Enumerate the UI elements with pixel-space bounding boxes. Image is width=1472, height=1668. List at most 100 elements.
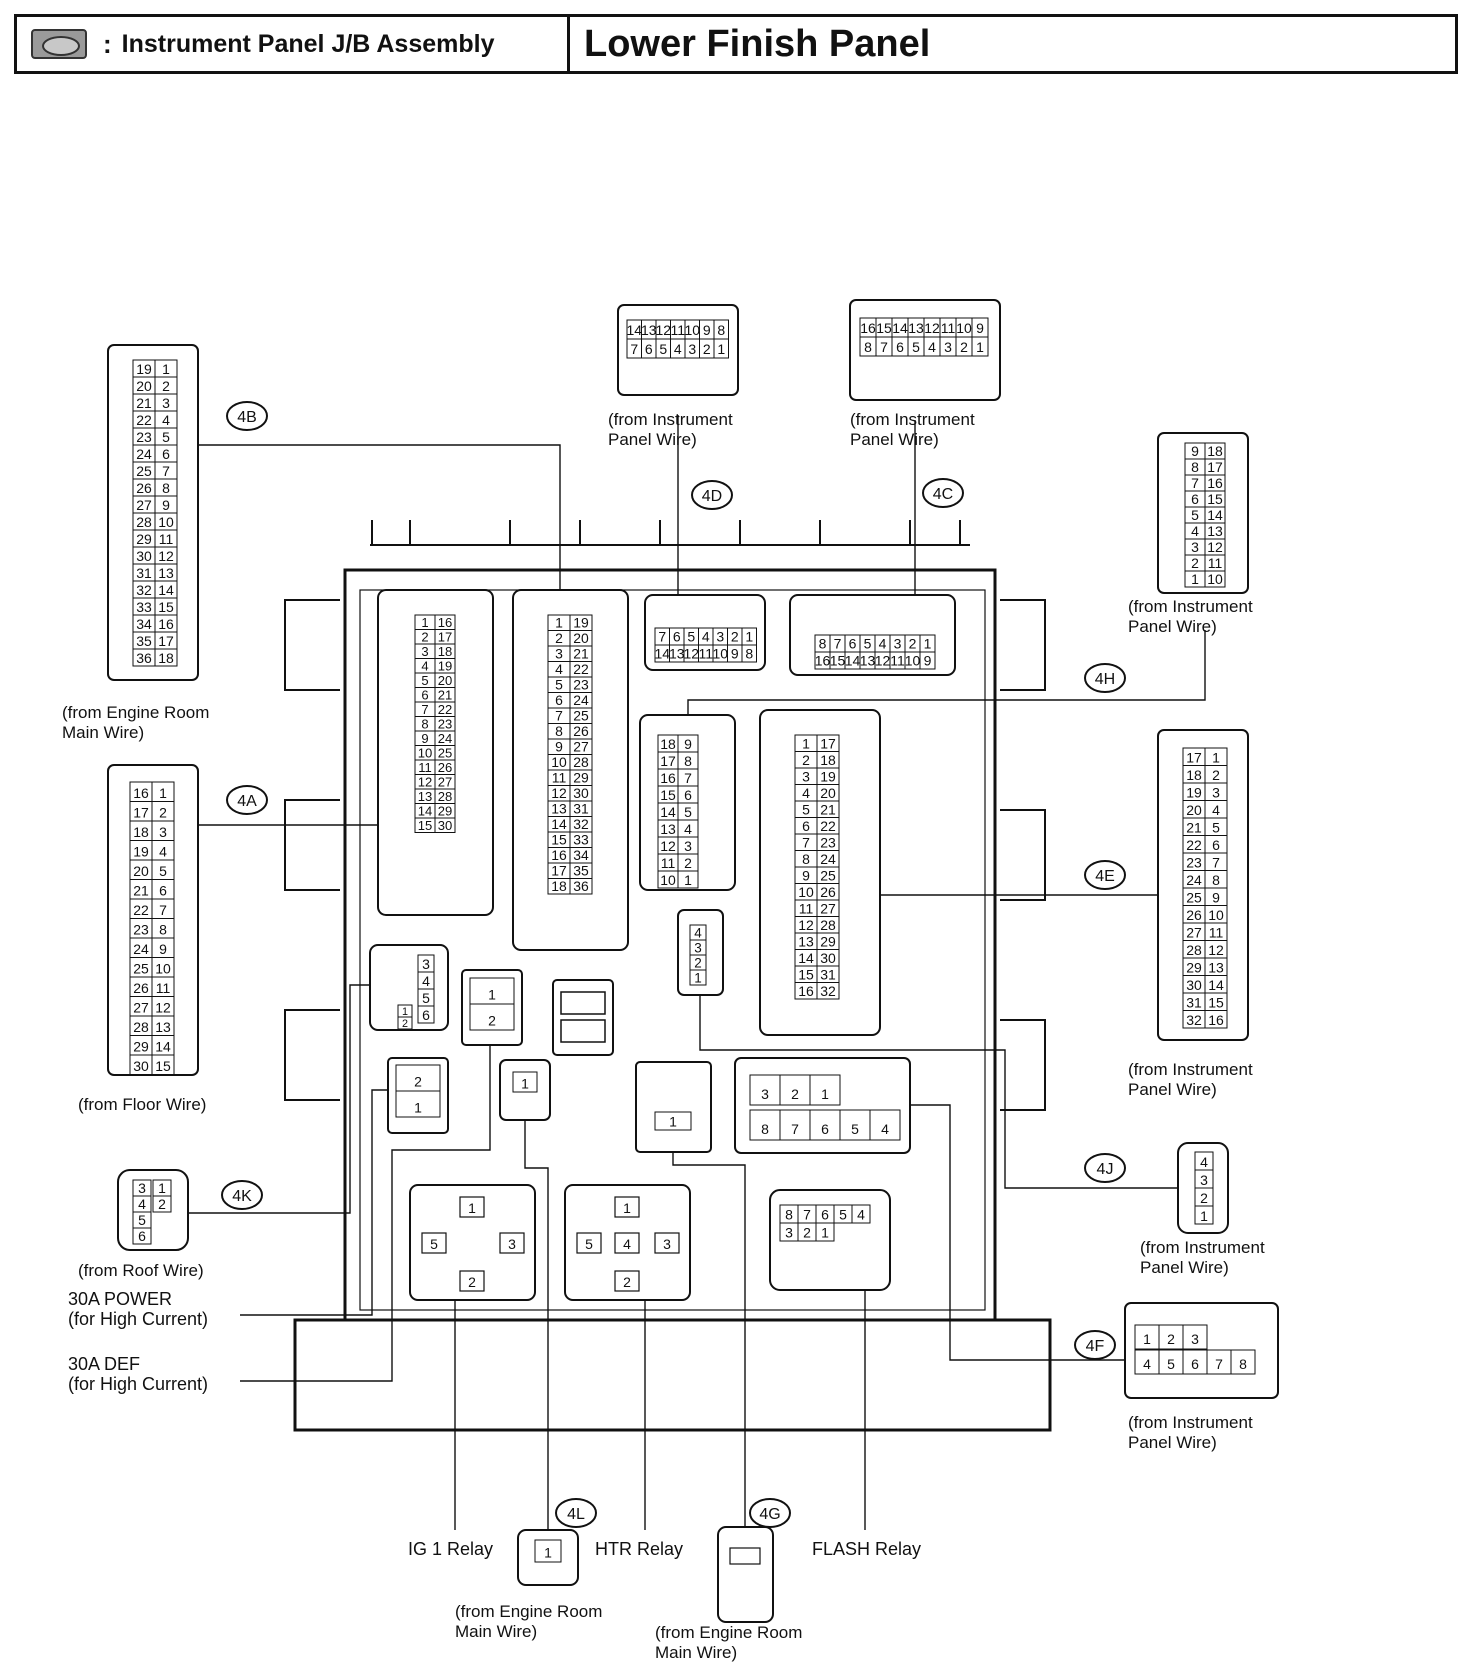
jb-4B-pin: 6 [555, 692, 563, 708]
connector-4E-pin: 30 [1186, 977, 1202, 993]
jb-4D-pin: 3 [716, 629, 724, 645]
leader-4B [198, 444, 561, 590]
jb-4E-pin: 20 [820, 785, 836, 801]
jb-4K-pin-cell [417, 1005, 435, 1024]
jb-4K-pin: 1 [402, 1006, 408, 1018]
jb-4A-pin: 23 [438, 716, 453, 731]
jb-4H-pin: 13 [660, 821, 676, 837]
connector-4C-pin-cell [971, 336, 989, 357]
jb-4H-pin: 8 [684, 753, 692, 769]
connector-4E-pin: 23 [1186, 854, 1202, 870]
jb-4B-pin: 18 [551, 878, 567, 894]
connector-4B-pin: 10 [158, 514, 174, 530]
connector-4A-pin: 20 [133, 863, 149, 879]
connector-4E-pin: 6 [1212, 837, 1220, 853]
jb-4E-pin: 27 [820, 901, 836, 917]
fuse-power-label-line-1: 30A POWER [68, 1289, 172, 1309]
jb-4H-pin: 15 [660, 787, 676, 803]
connector-4C-pin: 6 [896, 339, 904, 355]
jb-4K-pin: 3 [422, 956, 430, 972]
connector-c4F-badge [1074, 1330, 1116, 1360]
jb-flash-pin: 2 [803, 1224, 811, 1240]
jb-4E-pin: 22 [820, 818, 836, 834]
jb-fuse-power-pin: 2 [488, 1012, 496, 1028]
connector-4F-pin-cell [1182, 1349, 1208, 1375]
jb-4B-pin: 24 [573, 692, 589, 708]
jb-4B-pin: 25 [573, 708, 589, 724]
connector-4H-pin: 4 [1191, 523, 1199, 539]
connector-4A-pin: 21 [133, 882, 149, 898]
jb-4D-pin: 14 [654, 646, 670, 662]
jb-4B-pin: 19 [573, 615, 589, 631]
connector-4K-source-line-1: (from Roof Wire) [78, 1261, 204, 1280]
connector-4A-pin: 28 [133, 1019, 149, 1035]
connector-4C-source-line-2: Panel Wire) [850, 430, 939, 449]
jb-4H-pin: 1 [684, 872, 692, 888]
connector-4B-pin: 22 [136, 412, 152, 428]
jb-4D-pin: 2 [731, 629, 739, 645]
jb-4H-pin: 5 [684, 804, 692, 820]
jb-4A-pin: 9 [421, 731, 428, 746]
jb-4A-pin: 30 [438, 818, 453, 833]
connector-4H-pin: 6 [1191, 491, 1199, 507]
jb-4E-pin: 7 [802, 835, 810, 851]
jb-4B-pin-cell [569, 878, 593, 895]
jb-4F-pin: 4 [881, 1121, 889, 1137]
connector-4E-pin: 26 [1186, 907, 1202, 923]
jb-4L-pin: 1 [521, 1075, 529, 1091]
jb-relay-ig1-pin-cell [499, 1232, 525, 1254]
connector-c4G-badge [749, 1498, 791, 1528]
jb-4E-pin: 29 [820, 934, 836, 950]
connector-4J-pin: 1 [1200, 1208, 1208, 1224]
jb-4H-pin: 14 [660, 804, 676, 820]
connector-4D-pin: 1 [717, 341, 725, 357]
jb-4E-pin: 15 [798, 967, 814, 983]
connector-4K-pin: 6 [138, 1228, 146, 1244]
connector-4A-pin: 7 [159, 902, 167, 918]
connector-4D-pin: 11 [670, 322, 685, 338]
jb-4C-pin-cell [919, 651, 936, 670]
leader-4L [524, 1120, 549, 1530]
connector-4D-source-line-2: Panel Wire) [608, 430, 697, 449]
connector-c4F-id: 4F [1086, 1338, 1105, 1355]
jb-spare-socket [552, 979, 614, 1056]
jb-4F-pin: 8 [761, 1121, 769, 1137]
connector-4E-pin: 31 [1186, 994, 1202, 1010]
connector-4B-pin: 20 [136, 378, 152, 394]
jb-4A-pin: 25 [438, 745, 453, 760]
connector-4E-pin: 28 [1186, 942, 1202, 958]
jb-flash-pin: 5 [839, 1206, 847, 1222]
jb-spare-slot [560, 1019, 606, 1043]
jb-relay-ig1-pin: 2 [468, 1274, 476, 1290]
jb-4H-pin: 2 [684, 855, 692, 871]
jb-4E-pin: 16 [798, 983, 814, 999]
connector-4B-pin: 21 [136, 395, 152, 411]
connector-c4D-id: 4D [702, 488, 722, 505]
connector-4A-pin: 22 [133, 902, 149, 918]
jb-4C-pin: 1 [924, 636, 932, 652]
connector-4B-pin: 16 [158, 616, 174, 632]
jb-4H-pin-cell [677, 870, 699, 889]
jb-4A-pin: 4 [421, 658, 428, 673]
jb-4B-pin: 13 [551, 801, 567, 817]
connector-4H-pin: 11 [1208, 555, 1223, 571]
connector-4E-pin: 12 [1208, 942, 1224, 958]
jb-4C-pin: 10 [905, 653, 921, 669]
connector-4A-pin: 4 [159, 843, 167, 859]
jb-4B-pin: 9 [555, 739, 563, 755]
jb-4H-pin: 11 [661, 855, 676, 871]
connector-4C-pin: 12 [924, 320, 940, 336]
connector-4F-pin: 8 [1239, 1356, 1247, 1372]
jb-4F-pin-cell [809, 1074, 841, 1106]
connector-4E-pin: 4 [1212, 802, 1220, 818]
connector-4J-pin: 3 [1200, 1172, 1208, 1188]
jb-4A-pin: 22 [438, 702, 453, 717]
jb-4E-pin: 9 [802, 868, 810, 884]
jb-4E-pin: 3 [802, 769, 810, 785]
jb-relay-htr-pin: 2 [623, 1274, 631, 1290]
connector-c4A-id: 4A [237, 793, 257, 810]
leader-4F [910, 1104, 1125, 1361]
connector-4C-pin: 5 [912, 339, 920, 355]
jb-4F-pin: 6 [821, 1121, 829, 1137]
connector-4A-pin: 12 [155, 999, 171, 1015]
